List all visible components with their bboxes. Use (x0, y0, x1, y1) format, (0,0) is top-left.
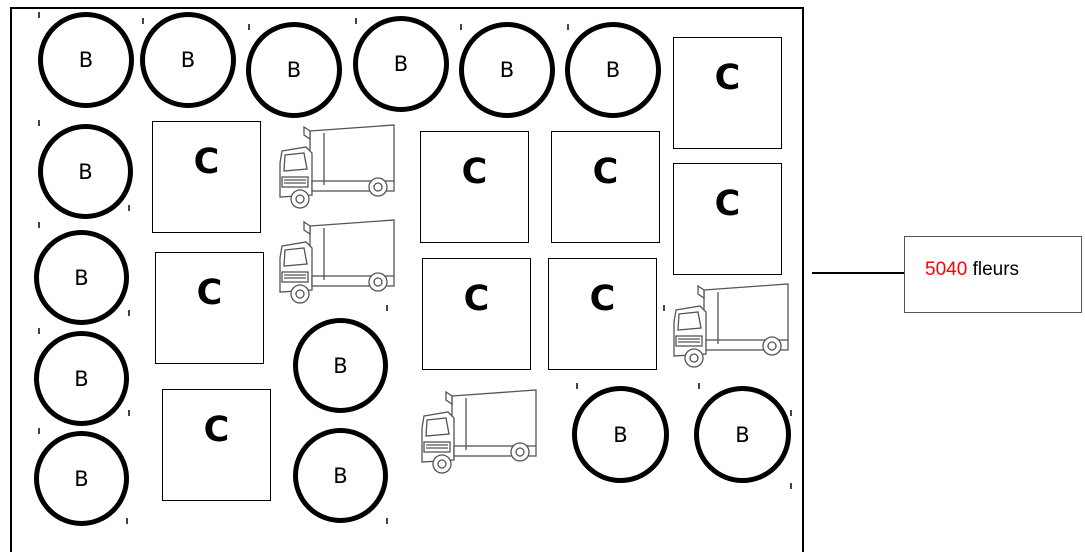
circle-b: B (694, 386, 791, 483)
square-c: C (152, 121, 261, 233)
circle-label: B (78, 160, 92, 184)
square-label: C (715, 184, 741, 224)
circle-label: B (333, 464, 347, 488)
circle-b: B (293, 318, 388, 413)
tick-mark (355, 18, 357, 24)
square-c: C (551, 131, 660, 243)
square-label: C (204, 410, 230, 450)
circle-b: B (293, 428, 388, 523)
tick-mark (128, 205, 130, 211)
circle-label: B (606, 58, 620, 82)
circle-label: B (613, 423, 627, 447)
square-label: C (464, 279, 490, 319)
truck-icon (276, 123, 398, 218)
circle-label: B (79, 48, 93, 72)
tick-mark (128, 310, 130, 316)
square-label: C (197, 273, 223, 313)
result-number: 5040 (925, 259, 967, 280)
circle-label: B (287, 58, 301, 82)
square-c: C (422, 258, 531, 370)
tick-mark (663, 305, 665, 311)
result-unit: fleurs (973, 259, 1019, 280)
square-c: C (420, 131, 529, 243)
circle-b: B (572, 386, 669, 483)
tick-mark (248, 24, 250, 30)
tick-mark (567, 24, 569, 30)
circle-b: B (459, 22, 555, 118)
tick-mark (38, 12, 40, 18)
tick-mark (460, 24, 462, 30)
circle-b: B (34, 431, 129, 526)
tick-mark (698, 383, 700, 389)
circle-label: B (74, 367, 88, 391)
result-label: 5040 fleurs (925, 259, 1019, 281)
tick-mark (38, 428, 40, 434)
tick-mark (576, 383, 578, 389)
square-c: C (673, 163, 782, 275)
square-c: C (673, 37, 782, 149)
circle-label: B (735, 423, 749, 447)
tick-mark (142, 18, 144, 24)
circle-label: B (74, 266, 88, 290)
connector-line (812, 272, 905, 274)
tick-mark (790, 410, 792, 416)
tick-mark (128, 410, 130, 416)
square-c: C (155, 252, 264, 364)
circle-b: B (353, 16, 449, 112)
tick-mark (38, 120, 40, 126)
result-box: 5040 fleurs (904, 236, 1082, 313)
truck-icon (418, 388, 540, 483)
tick-mark (386, 518, 388, 524)
circle-b: B (246, 22, 342, 118)
circle-label: B (181, 48, 195, 72)
circle-label: B (394, 52, 408, 76)
tick-mark (38, 328, 40, 334)
circle-b: B (38, 124, 133, 219)
circle-label: B (333, 354, 347, 378)
tick-mark (790, 483, 792, 489)
circle-b: B (34, 331, 129, 426)
circle-b: B (34, 230, 129, 325)
square-c: C (162, 389, 271, 501)
square-c: C (548, 258, 657, 370)
square-label: C (590, 279, 616, 319)
square-label: C (715, 58, 741, 98)
circle-label: B (500, 58, 514, 82)
circle-b: B (140, 12, 236, 108)
tick-mark (126, 518, 128, 524)
square-label: C (462, 152, 488, 192)
circle-b: B (565, 22, 661, 118)
square-label: C (194, 142, 220, 182)
circle-label: B (74, 467, 88, 491)
circle-b: B (38, 12, 134, 108)
truck-icon (670, 282, 792, 377)
truck-icon (276, 218, 398, 313)
square-label: C (593, 152, 619, 192)
tick-mark (38, 222, 40, 228)
